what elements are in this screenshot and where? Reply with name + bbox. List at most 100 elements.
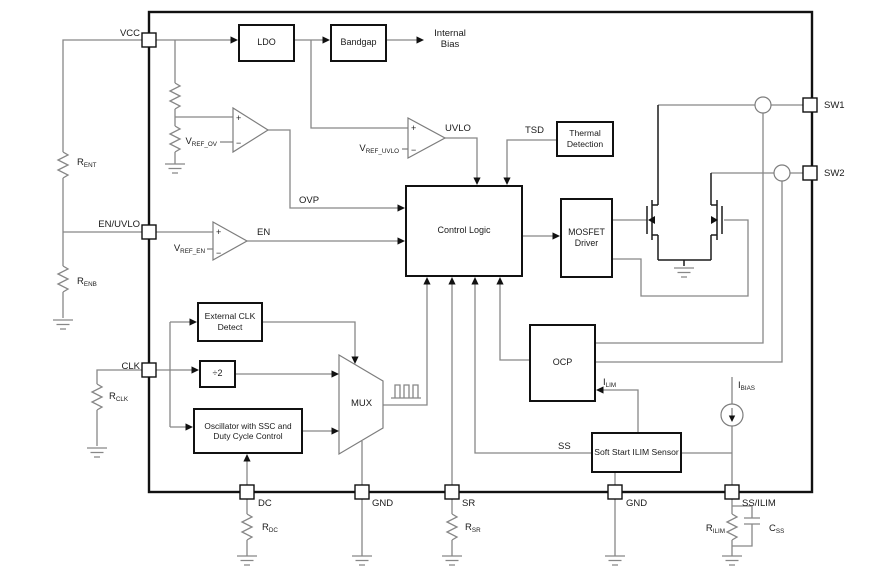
pin-label-gnd2: GND [626, 498, 648, 509]
block-ldo: LDO [238, 24, 295, 62]
signal-label-ovp: OVP [299, 195, 320, 206]
mosfet-sw2 [710, 173, 723, 260]
pin-vcc [141, 32, 157, 48]
wires [62, 39, 803, 556]
resistor-divider-top [168, 82, 182, 110]
label-base: C [769, 523, 776, 534]
plus-sign: + [216, 227, 221, 237]
label-base: R [109, 391, 116, 402]
wire-ss [474, 279, 591, 454]
block-label: LDO [257, 37, 276, 48]
ground-symbol [53, 319, 73, 330]
label-subscript: DC [268, 527, 278, 534]
block-ocp: OCP [529, 324, 596, 402]
label-i-lim: ILIM [603, 377, 616, 389]
pin-squares [141, 32, 818, 500]
ground-symbols [53, 163, 742, 566]
resistor-rsr [445, 513, 459, 541]
label-vref-uvlo: VREF_UVLO [359, 143, 399, 155]
label-base: R [705, 523, 713, 534]
label-c-ss: CSS [769, 523, 784, 535]
signal-label-tsd: TSD [525, 125, 544, 136]
label-subscript: REF_UVLO [365, 148, 399, 155]
ground-symbol [87, 447, 107, 458]
resistor-rclk [90, 383, 104, 411]
pin-label-ss-ilim: SS/ILIM [742, 498, 776, 509]
pin-label-dc: DC [258, 498, 272, 509]
resistors [56, 82, 739, 541]
pin-dc [239, 484, 255, 500]
block-label: External CLK Detect [204, 311, 256, 332]
pin-label-vcc: VCC [119, 28, 140, 39]
mosfet-body-arrow [711, 216, 718, 224]
block-label: Bandgap [340, 37, 377, 48]
wire-ldo-uvlo-comp [310, 40, 408, 129]
wire-ovp [268, 129, 403, 209]
ground-symbol [442, 555, 462, 566]
clock-waveform-icon [391, 384, 421, 399]
signal-label-en: EN [257, 227, 271, 238]
label-base: I [738, 380, 741, 391]
block-label: MOSFET Driver [568, 227, 605, 248]
pin-gnd2 [607, 484, 623, 500]
plus-sign: + [236, 113, 241, 123]
label-subscript: SR [471, 527, 481, 534]
mosfet-common-source [658, 259, 711, 266]
wire-tsd [506, 139, 556, 183]
wire-uvlo [445, 137, 478, 183]
block-label: ÷2 [212, 368, 223, 379]
mosfet-pair [646, 105, 723, 266]
mux-label: MUX [350, 398, 373, 409]
block-mosfet-driver: MOSFET Driver [560, 198, 613, 278]
block-label: Oscillator with SSC and Duty Cycle Contr… [204, 420, 292, 441]
block-label: Control Logic [437, 225, 491, 236]
resistor-divider-bottom [168, 125, 182, 153]
label-base: R [262, 522, 269, 533]
label-subscript: ILIM [712, 528, 725, 535]
resistor-rilim [725, 513, 739, 541]
mosfet-body-arrow [648, 216, 655, 224]
block-label: OCP [552, 357, 573, 368]
pin-label-en-uvlo: EN/UVLO [98, 219, 140, 230]
label-base: V [173, 243, 181, 254]
minus-sign: − [411, 145, 416, 155]
resistor-rent [56, 151, 70, 179]
pin-sr [444, 484, 460, 500]
label-r-sr: RSR [465, 522, 481, 534]
plus-sign: + [411, 123, 416, 133]
label-subscript: LIM [605, 382, 617, 389]
ovp-comparator [232, 106, 270, 154]
pin-label-gnd1: GND [372, 498, 394, 509]
pin-ss-ilim [724, 484, 740, 500]
signal-label-ss: SS [558, 441, 571, 452]
en-comparator [212, 220, 249, 262]
label-subscript: ENB [83, 281, 97, 288]
pin-label-clk: CLK [121, 361, 140, 372]
chip-outline [147, 10, 814, 494]
label-base: R [465, 522, 472, 533]
block-divide-by-2: ÷2 [199, 360, 236, 388]
label-r-ilim: RILIM [706, 523, 725, 535]
wire-sw2-ocp [596, 181, 783, 363]
pin-sw2 [802, 165, 818, 181]
label-r-ent: RENT [77, 157, 96, 169]
pin-gnd1 [354, 484, 370, 500]
label-subscript: ENT [83, 162, 97, 169]
signal-label-internal-bias: Internal Bias [434, 28, 466, 51]
label-subscript: REF_EN [180, 248, 205, 255]
ground-symbol [722, 555, 742, 566]
wire-ocp-control [499, 279, 529, 361]
pin-label-sw2: SW2 [824, 168, 845, 179]
pin-sw1 [802, 97, 818, 113]
ground-symbol [674, 267, 694, 278]
pin-clk [141, 362, 157, 378]
block-control-logic: Control Logic [405, 185, 523, 277]
mux-shape [338, 353, 384, 456]
minus-sign: − [216, 248, 221, 258]
pin-en-uvlo [141, 224, 157, 240]
wire-sw1-ocp [596, 113, 764, 344]
resistor-rdc [240, 513, 254, 541]
label-subscript: CLK [115, 396, 129, 403]
wire-vcc-external [62, 39, 142, 152]
